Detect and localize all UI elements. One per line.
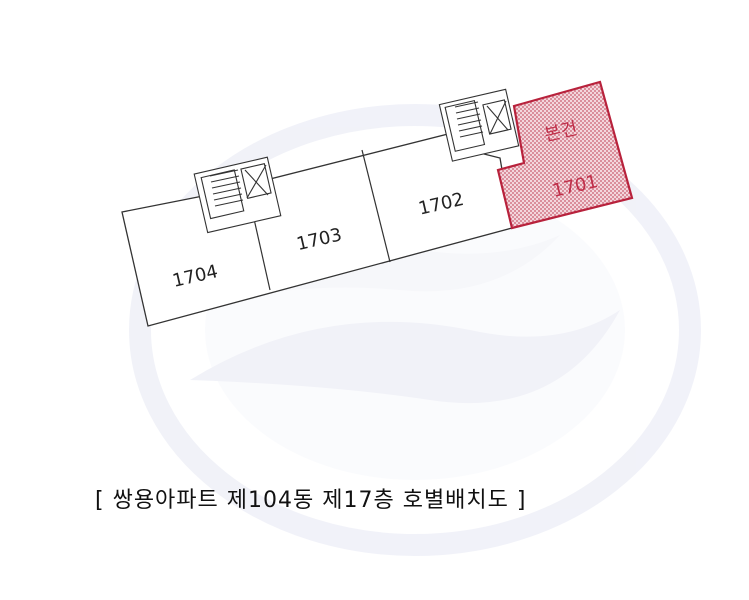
unit-dividers <box>251 149 391 291</box>
stair-core-left <box>193 156 282 234</box>
plan-caption: [ 쌍용아파트 제104동 제17층 호별배치도 ] <box>95 488 527 513</box>
stair-core-right <box>438 88 520 162</box>
unit-1701-highlight[interactable] <box>496 80 634 230</box>
